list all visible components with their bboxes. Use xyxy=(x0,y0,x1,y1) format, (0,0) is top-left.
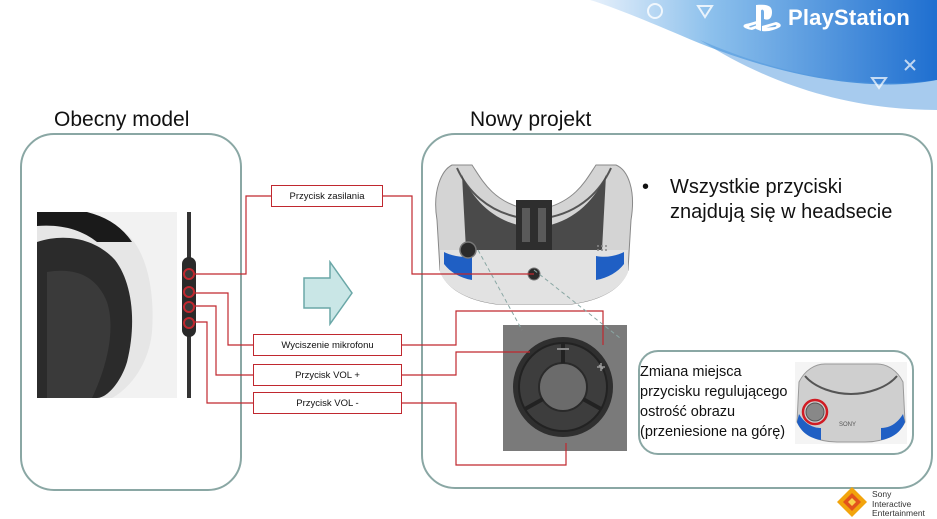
sie-line-1: Sony xyxy=(872,489,892,499)
current-model-title: Obecny model xyxy=(54,108,190,131)
inset-line-3: ostrość obrazu xyxy=(640,404,736,420)
inset-note: Zmiana miejsca przycisku regulującego os… xyxy=(640,362,788,442)
inset-device-text: SONY xyxy=(839,422,856,428)
power-button-label: Przycisk zasilania xyxy=(271,185,383,207)
playstation-wordmark: PlayStation xyxy=(788,5,911,30)
vol-down-label: Przycisk VOL - xyxy=(253,392,402,414)
sie-logo-icon xyxy=(837,487,867,517)
mic-mute-label: Wyciszenie mikrofonu xyxy=(253,334,402,356)
new-headset-image xyxy=(435,164,634,305)
bullet-line-2: znajdują się w headsecie xyxy=(670,201,893,223)
inset-line-1: Zmiana miejsca xyxy=(640,364,742,380)
transition-arrow-icon xyxy=(303,260,353,326)
inset-line-4: (przeniesione na górę) xyxy=(640,424,786,440)
playstation-logo: PlayStation xyxy=(742,2,910,34)
vol-up-label: Przycisk VOL + xyxy=(253,364,402,386)
ps-symbol-icon xyxy=(743,4,781,32)
inset-line-2: przycisku regulującego xyxy=(640,384,788,400)
inset-headset-image: SONY xyxy=(795,362,907,444)
sie-line-3: Entertainment xyxy=(872,508,925,518)
bullet-dot-icon: • xyxy=(642,176,650,198)
bullet-line-1: Wszystkie przyciski xyxy=(670,176,843,198)
header-banner xyxy=(590,0,937,110)
bullet-point: • Wszystkie przyciski znajdują się w hea… xyxy=(642,175,892,225)
current-headset-image xyxy=(37,212,207,398)
new-design-title: Nowy projekt xyxy=(470,108,592,131)
button-closeup-image xyxy=(503,325,627,451)
sie-wordmark: Sony Interactive Entertainment xyxy=(872,489,925,519)
sie-line-2: Interactive xyxy=(872,498,912,509)
